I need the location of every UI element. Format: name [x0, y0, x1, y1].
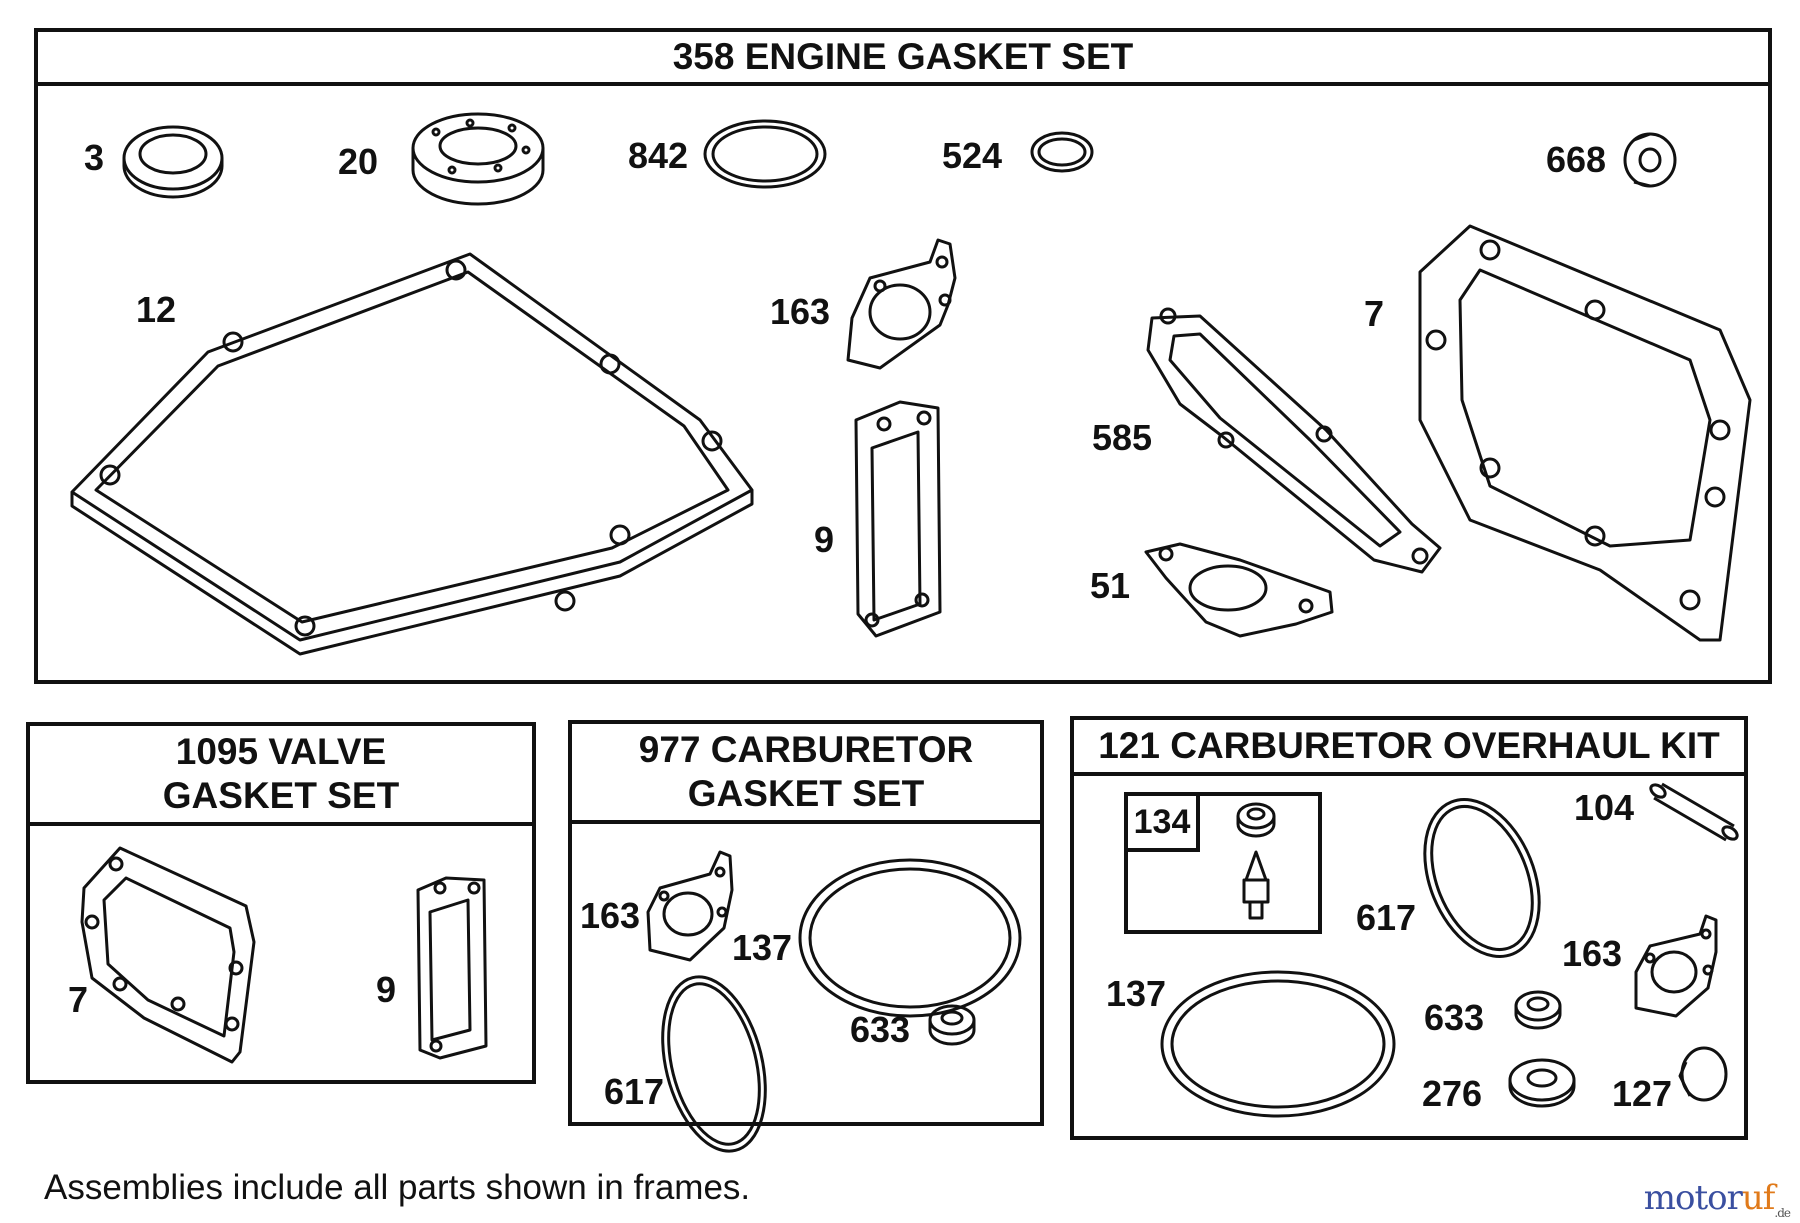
o-ring-137-carb-drawing — [798, 858, 1022, 1018]
o-ring-524-drawing — [1030, 131, 1094, 173]
plug-127-drawing — [1678, 1046, 1728, 1102]
pin-104-drawing — [1649, 782, 1739, 842]
gasket-163-overhaul-drawing — [1634, 914, 1718, 1018]
part-number-163-overhaul: 163 — [1562, 933, 1623, 974]
valve-gasket-set-frame: 1095 VALVE GASKET SET — [26, 722, 536, 1084]
sub-assembly-134-frame: 134 — [1124, 792, 1322, 934]
part-number-20: 20 — [338, 141, 379, 182]
part-number-842: 842 — [628, 135, 689, 176]
washer-276-drawing — [1508, 1058, 1576, 1108]
part-number-9: 9 — [814, 519, 835, 560]
part-number-276: 276 — [1422, 1073, 1483, 1114]
part-number-137-carb: 137 — [732, 927, 793, 968]
part-number-633-overhaul: 633 — [1424, 997, 1485, 1038]
engine-gasket-set-title: 358 ENGINE GASKET SET — [38, 32, 1768, 86]
engine-gasket-set-frame: 358 ENGINE GASKET SET — [34, 28, 1772, 684]
carb-title-line1: 977 CARBURETOR — [638, 729, 974, 770]
part-number-524: 524 — [942, 135, 1003, 176]
valve-gasket-set-title: 1095 VALVE GASKET SET — [30, 726, 532, 826]
part-number-585: 585 — [1092, 417, 1153, 458]
part-number-668: 668 — [1546, 139, 1607, 180]
gasket-51-drawing — [1144, 542, 1334, 638]
assemblies-footnote: Assemblies include all parts shown in fr… — [44, 1168, 751, 1207]
needle-seat-134-drawing — [1236, 802, 1276, 920]
washer-633-carb-drawing — [928, 1004, 976, 1046]
part-number-617-carb: 617 — [604, 1071, 665, 1112]
carburetor-overhaul-kit-frame: 121 CARBURETOR OVERHAUL KIT — [1070, 716, 1748, 1140]
brand-part1: motor — [1643, 1178, 1743, 1218]
part-number-7: 7 — [1364, 293, 1385, 334]
part-number-163: 163 — [770, 291, 831, 332]
carb-title-line2: GASKET SET — [687, 773, 925, 814]
gasket-163-carb-drawing — [646, 850, 734, 962]
o-ring-842-drawing — [703, 119, 827, 189]
crankcase-gasket-12-drawing — [70, 252, 754, 656]
brand-tld: .de — [1774, 1205, 1791, 1220]
part-number-12: 12 — [136, 289, 177, 330]
brand-watermark: motoruf.de — [1643, 1178, 1791, 1220]
gasket-163-engine-drawing — [846, 238, 957, 370]
sub-assembly-134-label: 134 — [1128, 796, 1200, 852]
part-number-127: 127 — [1612, 1073, 1673, 1114]
part-number-617-overhaul: 617 — [1356, 897, 1417, 938]
washer-668-drawing — [1623, 132, 1677, 188]
part-number-3: 3 — [84, 137, 105, 178]
valve-title-line2: GASKET SET — [162, 775, 400, 816]
o-ring-617-overhaul-drawing — [1423, 798, 1541, 958]
o-ring-137-overhaul-drawing — [1160, 970, 1396, 1118]
carburetor-gasket-set-frame: 977 CARBURETOR GASKET SET — [568, 720, 1044, 1126]
gasket-585-drawing — [1146, 307, 1442, 574]
part-number-7-valve: 7 — [68, 979, 89, 1020]
seal-ring-3-drawing — [122, 125, 224, 199]
gasket-9-engine-drawing — [854, 400, 942, 638]
valve-title-line1: 1095 VALVE — [175, 731, 387, 772]
head-gasket-7-engine-drawing — [1418, 224, 1752, 642]
washer-633-overhaul-drawing — [1514, 990, 1562, 1030]
gasket-9-valve-drawing — [416, 876, 488, 1060]
head-gasket-7-valve-drawing — [80, 846, 256, 1064]
part-number-163-carb: 163 — [580, 895, 641, 936]
part-number-9-valve: 9 — [376, 969, 397, 1010]
carburetor-gasket-set-title: 977 CARBURETOR GASKET SET — [572, 724, 1040, 824]
part-number-137-overhaul: 137 — [1106, 973, 1167, 1014]
o-ring-617-carb-drawing — [661, 975, 767, 1153]
part-number-51: 51 — [1090, 565, 1131, 606]
part-number-104: 104 — [1574, 787, 1635, 828]
brand-part2: uf — [1741, 1178, 1775, 1218]
carburetor-overhaul-kit-title: 121 CARBURETOR OVERHAUL KIT — [1074, 720, 1744, 776]
part-number-633-carb: 633 — [850, 1009, 911, 1050]
oil-seal-20-drawing — [411, 112, 545, 206]
